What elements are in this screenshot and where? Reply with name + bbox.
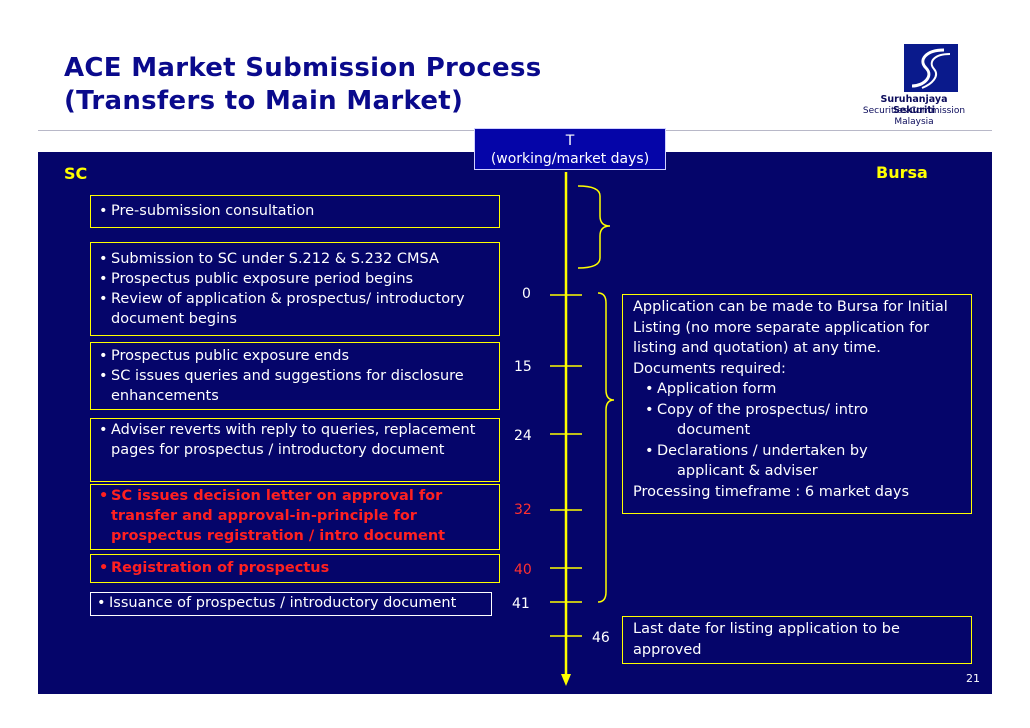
bursa-deadline-box: Last date for listing application to be … (622, 616, 972, 664)
logo-text-country: Malaysia (894, 117, 934, 127)
day-41: 41 (512, 596, 530, 612)
logo-text-malay: Suruhanjaya Sekuriti (880, 94, 948, 116)
timeline-arrow-icon (561, 674, 571, 686)
bursa-doc-item: Declarations / undertaken by (633, 441, 971, 462)
bursa-timeframe: Processing timeframe : 6 market days (633, 483, 910, 500)
step-item: Adviser reverts with reply to queries, r… (99, 420, 489, 460)
day-32: 32 (514, 502, 532, 518)
step-item: Prospectus public exposure ends (99, 346, 499, 366)
bursa-deadline-text: Last date for listing application to be … (633, 621, 900, 658)
step-pre-submission: Pre-submission consultation (90, 195, 500, 228)
step-item: SC issues queries and suggestions for di… (99, 366, 481, 406)
day-24: 24 (514, 428, 532, 444)
sc-logo: Suruhanjaya Sekuriti Securities Commissi… (862, 44, 966, 128)
bursa-docs-label: Documents required: (633, 360, 786, 377)
sc-emblem-icon (904, 44, 958, 92)
title-line-2: (Transfers to Main Market) (64, 86, 464, 116)
bursa-intro-text: Application can be made to Bursa for Ini… (633, 299, 948, 356)
bursa-application-box: Application can be made to Bursa for Ini… (622, 294, 972, 514)
bursa-window-brace (597, 292, 615, 603)
step-item: Registration of prospectus (99, 558, 499, 578)
bursa-doc-item: Application form (633, 379, 971, 400)
step-submission: Submission to SC under S.212 & S.232 CMS… (90, 242, 500, 336)
step-issuance: Issuance of prospectus / introductory do… (90, 592, 492, 616)
step-decision-letter: SC issues decision letter on approval fo… (90, 484, 500, 550)
bursa-doc-item: Copy of the prospectus/ intro (633, 400, 971, 421)
bursa-label: Bursa (876, 163, 928, 182)
step-item: Prospectus public exposure period begins (99, 269, 499, 289)
step-item: Pre-submission consultation (99, 201, 499, 221)
page-number: 21 (966, 672, 980, 685)
timeline-header-unit: (working/market days) (490, 151, 650, 167)
step-item: Issuance of prospectus / introductory do… (97, 593, 491, 613)
step-registration: Registration of prospectus (90, 554, 500, 583)
step-exposure-ends: Prospectus public exposure ends SC issue… (90, 342, 500, 410)
timeline-header-t: T (565, 133, 575, 149)
timeline-ticks (550, 294, 582, 637)
step-item: SC issues decision letter on approval fo… (99, 486, 481, 546)
logo-text-english: Securities Commission (862, 106, 966, 116)
step-adviser-reply: Adviser reverts with reply to queries, r… (90, 418, 500, 482)
timeline-header: T (working/market days) (474, 128, 666, 170)
step-item: Submission to SC under S.212 & S.232 CMS… (99, 249, 499, 269)
title-line-1: ACE Market Submission Process (64, 53, 542, 83)
pre-submission-brace (577, 185, 611, 269)
slide-title: ACE Market Submission Process (Transfers… (64, 52, 542, 118)
day-0: 0 (522, 286, 531, 302)
bursa-doc-item-cont: applicant & adviser (677, 463, 818, 479)
sc-label: SC (64, 164, 88, 183)
day-46: 46 (592, 630, 610, 646)
step-item: Review of application & prospectus/ intr… (99, 289, 499, 329)
day-40: 40 (514, 562, 532, 578)
day-15: 15 (514, 359, 532, 375)
bursa-doc-item-cont: document (677, 422, 751, 438)
